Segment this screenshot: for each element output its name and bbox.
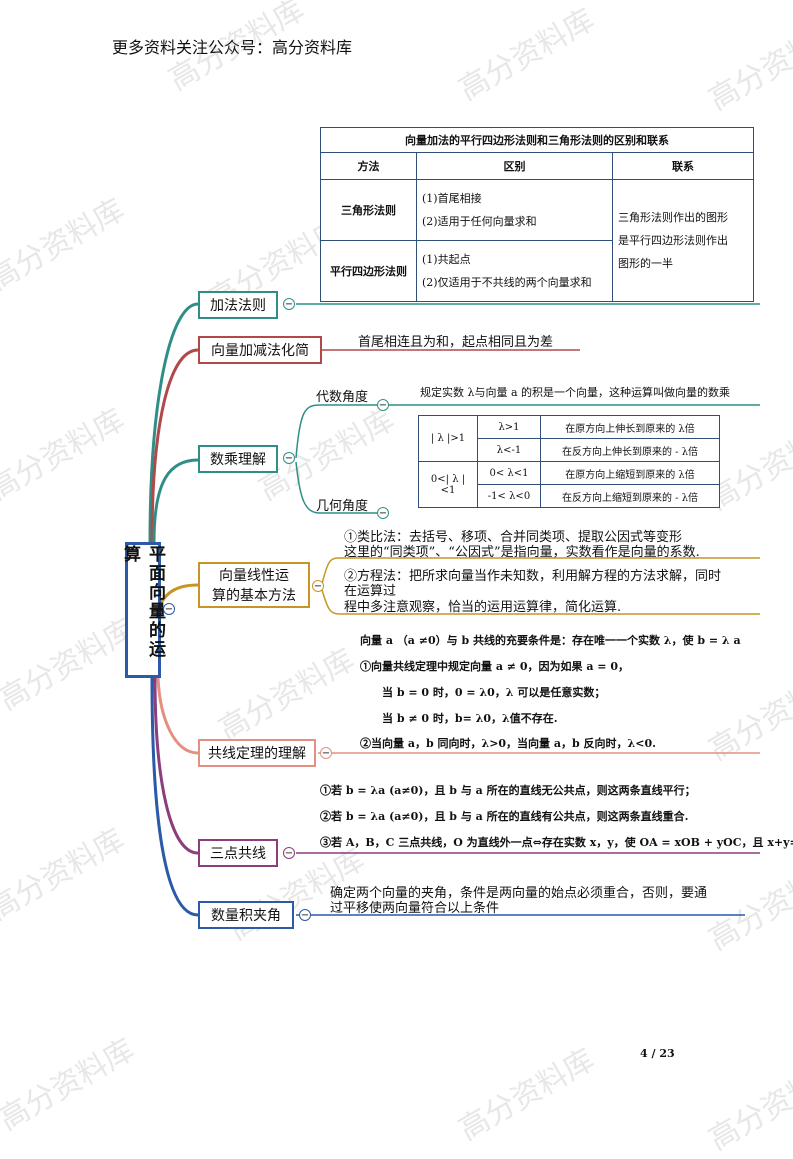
collinear-line-1: 向量 a （a ≠0）与 b 共线的充要条件是：存在唯一一个实数 λ，使 b =… [360,634,741,647]
diff-triangle: (1)首尾相接 (2)适用于任何向量求和 [416,179,613,241]
effect-cell: 在反方向上伸长到原来的 - λ倍 [540,438,720,462]
cond-cell: 0< λ<1 [477,461,541,485]
abs-gt-1: | λ |>1 [418,415,478,462]
collapse-toggle-icon[interactable]: − [283,452,295,464]
three-points-line-1: ①若 b = λa (a≠0)，且 b 与 a 所在的直线无公共点，则这两条直线… [320,784,696,797]
table-header-method: 方法 [320,152,417,180]
diff-parallelogram: (1)共起点 (2)仅适用于不共线的两个向量求和 [416,240,613,302]
effect-cell: 在原方向上缩短到原来的 λ倍 [540,461,720,485]
branch-add-sub-simplify: 向量加减法化简 [198,336,322,364]
angle-note-1: 确定两个向量的夹角，条件是两向量的始点必须重合，否则，要通 [330,886,708,901]
cond-cell: λ<-1 [477,438,541,462]
collinear-line-2: ①向量共线定理中规定向量 a ≠ 0，因为如果 a = 0， [360,660,629,673]
collinear-line-5: ②当向量 a，b 同向时，λ>0，当向量 a，b 反向时，λ<0. [360,737,656,750]
collapse-toggle-icon[interactable]: − [163,603,175,615]
scalar-mult-definition: 规定实数 λ与向量 a 的积是一个向量，这种运算叫做向量的数乘 [420,386,731,399]
cond-cell: λ>1 [477,415,541,439]
root-node: 平面向量的运算 [120,542,165,678]
diff-parallelogram-1: (1)共起点 [422,253,471,266]
branch-label-line-2: 算的基本方法 [212,588,296,604]
method-equation-2: 在运算过 [344,584,397,599]
branch-collinear-theorem: 共线定理的理解 [198,739,316,767]
collapse-toggle-icon[interactable]: − [312,580,324,592]
collapse-toggle-icon[interactable]: − [283,298,295,310]
branch-addition-rule: 加法法则 [198,291,278,319]
collapse-toggle-icon[interactable]: − [377,399,389,411]
branch-label-line-1: 向量线性运 [219,568,289,584]
method-equation-1: ②方程法：把所求向量当作未知数，利用解方程的方法求解，同时 [344,569,722,584]
effect-cell: 在原方向上伸长到原来的 λ倍 [540,415,720,439]
method-triangle: 三角形法则 [320,179,417,241]
cond-cell: -1< λ<0 [477,484,541,508]
method-analogy-1: ①类比法：去括号、移项、合并同类项、提取公因式等变形 [344,530,683,545]
addition-rules-table: 向量加法的平行四边形法则和三角形法则的区别和联系 方法 区别 联系 三角形法则 … [320,127,754,302]
mindmap-connectors [148,302,760,917]
collapse-toggle-icon[interactable]: − [320,747,332,759]
geometry-view-label: 几何角度 [316,499,369,514]
page-number: 4 / 23 [640,1047,675,1060]
algebra-view-label: 代数角度 [316,390,369,405]
collinear-line-4: 当 b ≠ 0 时，b= λ0，λ值不存在. [382,712,558,725]
branch-linear-ops-methods: 向量线性运 算的基本方法 [198,562,310,608]
branch-dot-product-angle: 数量积夹角 [198,901,294,929]
collinear-line-3: 当 b = 0 时，0 = λ0，λ 可以是任意实数； [382,686,606,699]
method-parallelogram: 平行四边形法则 [320,240,417,302]
diff-parallelogram-2: (2)仅适用于不共线的两个向量求和 [422,276,592,289]
scalar-geometry-table: | λ |>1 λ>1 在原方向上伸长到原来的 λ倍 λ<-1 在反方向上伸长到… [418,415,720,508]
branch-three-points: 三点共线 [198,839,278,867]
page-header: 更多资料关注公众号：高分资料库 [112,38,353,57]
relation-line-2: 是平行四边形法则作出 [618,234,728,247]
angle-note-2: 过平移使两向量符合以上条件 [330,901,500,916]
add-sub-note: 首尾相连且为和，起点相同且为差 [358,335,554,350]
effect-cell: 在反方向上缩短到原来的 - λ倍 [540,484,720,508]
collapse-toggle-icon[interactable]: − [299,909,311,921]
collapse-toggle-icon[interactable]: − [377,507,389,519]
branch-scalar-mult: 数乘理解 [198,445,278,473]
relation-line-1: 三角形法则作出的图形 [618,211,728,224]
table-title: 向量加法的平行四边形法则和三角形法则的区别和联系 [320,127,754,153]
relation-cell: 三角形法则作出的图形 是平行四边形法则作出 图形的一半 [612,179,754,302]
table-header-diff: 区别 [416,152,613,180]
abs-lt-1: 0<| λ |<1 [418,461,478,508]
diff-triangle-2: (2)适用于任何向量求和 [422,215,537,228]
method-analogy-2: 这里的“同类项”、“公因式”是指向量，实数看作是向量的系数. [344,545,700,560]
three-points-line-2: ②若 b = λa (a≠0)，且 b 与 a 所在的直线有公共点，则这两条直线… [320,810,689,823]
collapse-toggle-icon[interactable]: − [283,847,295,859]
three-points-line-3: ③若 A，B，C 三点共线，O 为直线外一点⇔存在实数 x，y，使 OA = x… [320,836,793,849]
method-equation-3: 程中多注意观察，恰当的运用运算律，简化运算. [344,600,622,615]
relation-line-3: 图形的一半 [618,257,673,270]
table-header-relation: 联系 [612,152,754,180]
diff-triangle-1: (1)首尾相接 [422,192,482,205]
